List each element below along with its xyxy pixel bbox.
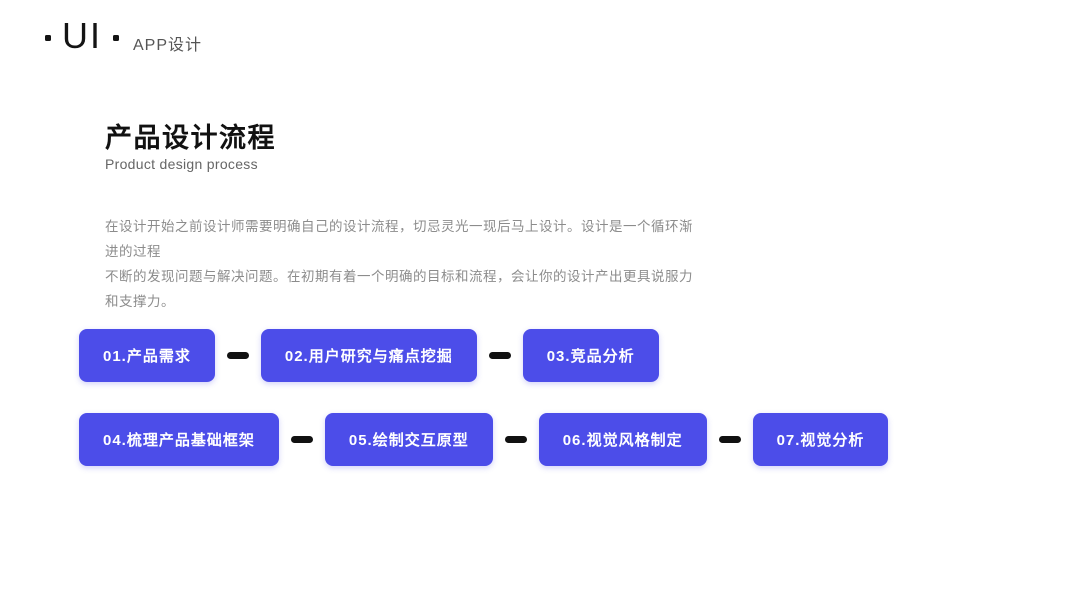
flow-step-button: 04.梳理产品基础框架 bbox=[79, 413, 279, 466]
connector-dash-icon bbox=[226, 352, 249, 359]
flow-step-button: 05.绘制交互原型 bbox=[324, 413, 493, 466]
flow-step-button: 03.竞品分析 bbox=[522, 329, 659, 382]
intro-paragraph: 在设计开始之前设计师需要明确自己的设计流程，切忌灵光一现后马上设计。设计是一个循… bbox=[105, 214, 705, 314]
brand-dot-right-icon bbox=[113, 35, 119, 41]
flow-row-2: 04.梳理产品基础框架 05.绘制交互原型 06.视觉风格制定 07.视觉分析 bbox=[79, 413, 889, 466]
brand-name: UI bbox=[62, 15, 102, 56]
flow-step-button: 01.产品需求 bbox=[79, 329, 215, 382]
flow-step-button: 02.用户研究与痛点挖掘 bbox=[260, 329, 477, 382]
connector-dash-icon bbox=[290, 436, 313, 443]
brand-tagline: APP设计 bbox=[133, 37, 203, 54]
intro-line-1: 在设计开始之前设计师需要明确自己的设计流程，切忌灵光一现后马上设计。设计是一个循… bbox=[105, 219, 693, 259]
brand-dot-left-icon bbox=[45, 35, 51, 41]
intro-line-2: 不断的发现问题与解决问题。在初期有着一个明确的目标和流程，会让你的设计产出更具说… bbox=[105, 269, 693, 309]
flow-step-button: 07.视觉分析 bbox=[752, 413, 889, 466]
page-title: 产品设计流程 bbox=[105, 123, 276, 153]
brand-logo: UI APP设计 bbox=[45, 18, 202, 58]
flow-row-1: 01.产品需求 02.用户研究与痛点挖掘 03.竞品分析 bbox=[79, 329, 888, 382]
connector-dash-icon bbox=[718, 436, 741, 443]
connector-dash-icon bbox=[488, 352, 511, 359]
flow-step-button: 06.视觉风格制定 bbox=[538, 413, 707, 466]
page-subtitle: Product design process bbox=[105, 156, 258, 172]
connector-dash-icon bbox=[504, 436, 527, 443]
process-flow: 01.产品需求 02.用户研究与痛点挖掘 03.竞品分析 04.梳理产品基础框架 05.… bbox=[79, 329, 889, 466]
